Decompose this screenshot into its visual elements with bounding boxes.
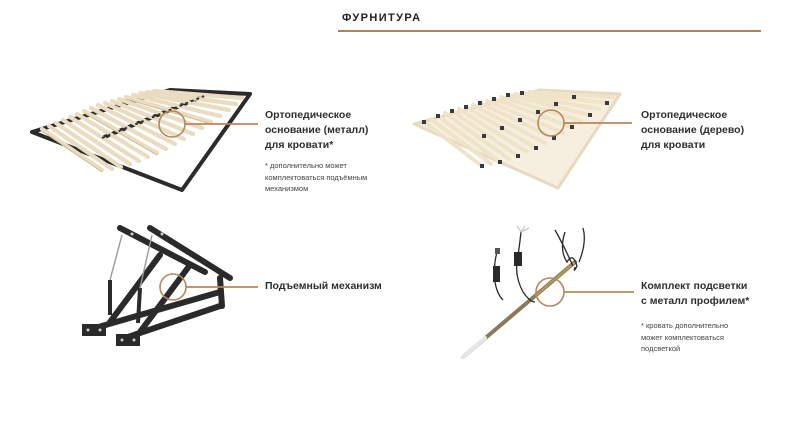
note-line: подсветкой <box>641 344 681 353</box>
label-line: с металл профилем* <box>641 295 750 307</box>
note-line: механизмом <box>265 184 309 193</box>
led-light-kit-note: * кровать дополнительно может комплектов… <box>641 320 728 355</box>
label-line: для кровати <box>641 139 706 151</box>
label-line: основание (металл) <box>265 124 369 136</box>
lift-mechanism-image <box>80 220 240 350</box>
wood-slat-base-image <box>408 82 628 192</box>
section-divider <box>338 30 761 32</box>
led-light-kit-label: Комплект подсветки с металл профилем* <box>641 279 749 309</box>
label-line: Подъемный механизм <box>265 280 382 292</box>
led-light-kit-image <box>455 222 605 362</box>
wood-slat-base-label: Ортопедическое основание (дерево) для кр… <box>641 108 744 153</box>
label-line: основание (дерево) <box>641 124 745 136</box>
metal-slat-base-image <box>22 82 257 192</box>
note-line: комплектоваться подъёмным <box>265 172 368 182</box>
note-line: может комплектоваться <box>641 332 724 342</box>
label-line: Комплект подсветки <box>641 280 748 292</box>
metal-slat-base-label: Ортопедическое основание (металл) для кр… <box>265 108 368 153</box>
label-line: Ортопедическое <box>265 109 352 121</box>
section-title: ФУРНИТУРА <box>342 12 422 24</box>
note-line: * кровать дополнительно <box>641 321 729 330</box>
label-line: Ортопедическое <box>641 109 728 121</box>
metal-slat-base-note: * дополнительно может комплектоваться по… <box>265 160 367 195</box>
label-line: для кровати* <box>265 139 334 151</box>
note-line: * дополнительно может <box>265 161 347 170</box>
lift-mechanism-label: Подъемный механизм <box>265 279 382 294</box>
